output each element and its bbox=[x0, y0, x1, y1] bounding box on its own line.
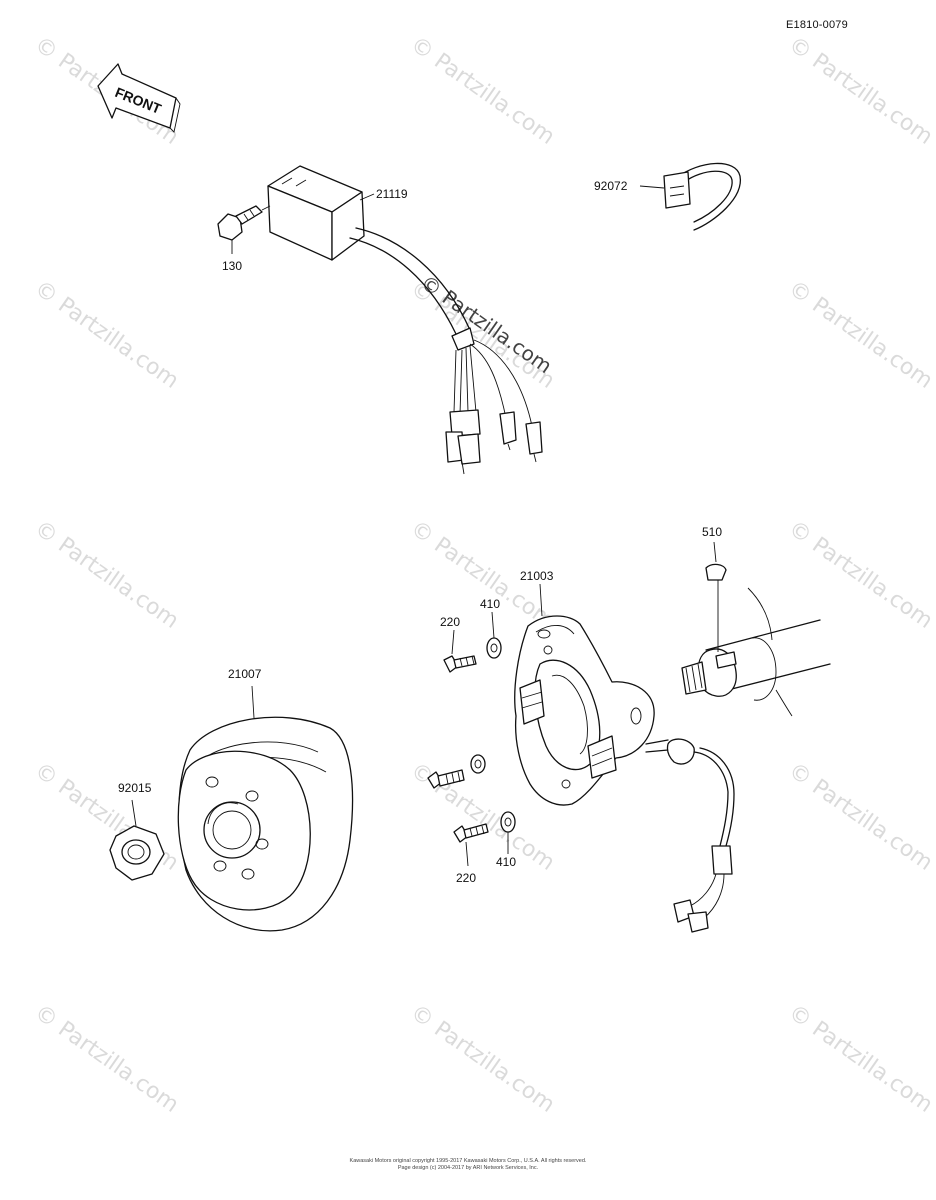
band-92072 bbox=[639, 162, 741, 231]
crankshaft bbox=[681, 580, 831, 717]
part-label-92072[interactable]: 92072 bbox=[594, 179, 628, 193]
part-label-220-bottom[interactable]: 220 bbox=[456, 871, 477, 885]
footer-copyright: Kawasaki Motors original copyright 1995-… bbox=[0, 1158, 936, 1172]
footer-line-2: Page design (c) 2004-2017 by ARI Network… bbox=[397, 1165, 539, 1171]
footer-line-1: Kawasaki Motors original copyright 1995-… bbox=[349, 1158, 587, 1164]
part-label-410-top[interactable]: 410 bbox=[480, 597, 501, 611]
washer-410-top bbox=[486, 611, 502, 659]
part-label-21119[interactable]: 21119 bbox=[376, 187, 408, 201]
part-label-92015[interactable]: 92015 bbox=[118, 781, 152, 795]
screw-220-top bbox=[443, 629, 477, 673]
screw-220-bottom bbox=[453, 823, 489, 867]
diagram-id: E1810-0079 bbox=[786, 19, 848, 31]
part-label-220-top[interactable]: 220 bbox=[440, 615, 461, 629]
stator-21003 bbox=[514, 583, 735, 933]
part-label-510[interactable]: 510 bbox=[702, 525, 723, 539]
washer-middle bbox=[470, 754, 486, 774]
part-label-130[interactable]: 130 bbox=[222, 259, 243, 273]
part-label-21003[interactable]: 21003 bbox=[520, 569, 554, 583]
nut-92015 bbox=[109, 799, 165, 881]
washer-410-bottom bbox=[500, 811, 516, 854]
bolt-130 bbox=[217, 205, 271, 254]
flywheel-21007 bbox=[177, 685, 354, 932]
part-label-410-bottom[interactable]: 410 bbox=[496, 855, 517, 869]
part-label-21007[interactable]: 21007 bbox=[228, 667, 262, 681]
key-510 bbox=[705, 541, 727, 581]
screw-middle bbox=[427, 769, 465, 789]
cdi-unit-21119 bbox=[267, 165, 543, 475]
front-arrow-icon: FRONT bbox=[97, 63, 181, 133]
